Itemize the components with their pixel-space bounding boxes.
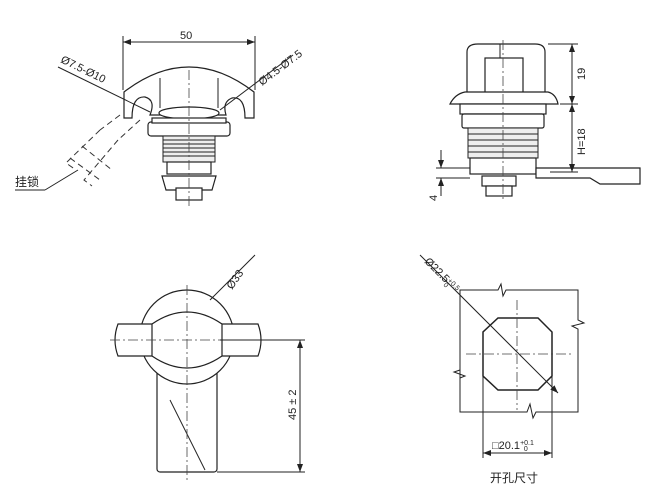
cap-height-label: 19 <box>576 68 588 80</box>
cam-tongue <box>535 167 641 185</box>
body-height-label: H=18 <box>576 128 588 155</box>
small-hole-leader <box>219 54 294 111</box>
cutout-hole <box>482 317 553 391</box>
bottom-left-view: Ø33 45 ± 2 <box>110 254 305 480</box>
padlock-shackle-dashed <box>65 114 141 187</box>
top-right-view: 19 H=18 4 <box>428 40 641 202</box>
diameter-label: Ø33 <box>225 268 247 292</box>
length-label: 45 ± 2 <box>287 389 299 420</box>
large-hole-label: Ø7.5-Ø10 <box>59 54 108 86</box>
panel-outline <box>452 282 586 420</box>
small-hole-label: Ø4.5-Ø7.5 <box>257 48 305 88</box>
flange <box>449 91 559 105</box>
large-hole-leader <box>57 66 151 113</box>
top-left-view: 50 Ø7.5-Ø10 Ø4.5-Ø7.5 <box>15 30 305 206</box>
cutout-caption: 开孔尺寸 <box>490 471 538 485</box>
padlock-label: 挂锁 <box>15 174 39 189</box>
width-dim-label: 50 <box>180 30 192 42</box>
tongue-thickness-label: 4 <box>428 195 440 201</box>
hole-diameter-label: Ø22.5+0.50 <box>420 256 461 297</box>
